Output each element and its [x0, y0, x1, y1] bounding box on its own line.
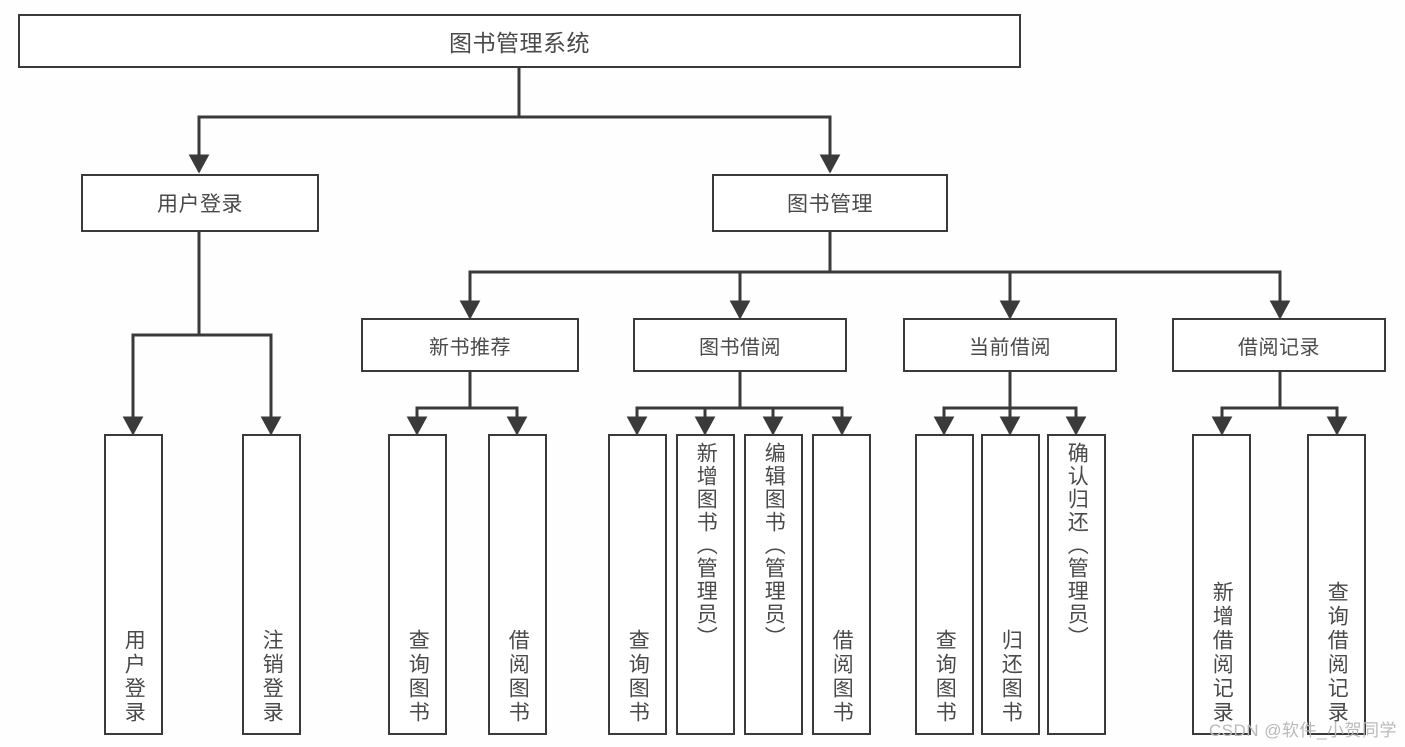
leaf-logout[interactable]: 注销登录	[242, 434, 301, 735]
node-root-system[interactable]: 图书管理系统	[18, 14, 1021, 68]
leaf-borrow-book[interactable]: 借阅图书	[812, 434, 871, 735]
leaf-return-book[interactable]: 归还图书	[981, 434, 1040, 735]
node-current-borrow[interactable]: 当前借阅	[903, 318, 1117, 372]
node-book-management[interactable]: 图书管理	[712, 174, 948, 232]
node-label: 新增图书（管理员）	[694, 442, 718, 649]
node-label: 编辑图书（管理员）	[762, 442, 786, 649]
node-book-borrow[interactable]: 图书借阅	[633, 318, 847, 372]
watermark-text: CSDN @软件_小贺同学	[1208, 721, 1397, 740]
leaf-edit-book-admin[interactable]: 编辑图书（管理员）	[744, 434, 803, 735]
node-label: 借阅记录	[1238, 336, 1320, 359]
node-label: 查询图书	[626, 629, 650, 725]
node-label: 查询图书	[406, 629, 430, 725]
node-label: 查询借阅记录	[1325, 581, 1349, 725]
node-label: 用户登录	[157, 193, 243, 216]
leaf-add-borrow-record[interactable]: 新增借阅记录	[1192, 434, 1251, 735]
node-label: 图书管理	[787, 193, 873, 216]
node-label: 确认归还（管理员）	[1065, 442, 1089, 649]
node-new-book-recommend[interactable]: 新书推荐	[361, 318, 579, 372]
node-label: 图书管理系统	[449, 30, 590, 56]
node-label: 注销登录	[260, 629, 284, 725]
leaf-query-book-recommend[interactable]: 查询图书	[388, 434, 447, 735]
node-label: 借阅图书	[830, 629, 854, 725]
leaf-borrow-book-recommend[interactable]: 借阅图书	[488, 434, 547, 735]
node-label: 借阅图书	[506, 629, 530, 725]
leaf-user-login[interactable]: 用户登录	[104, 434, 163, 735]
leaf-query-book-current[interactable]: 查询图书	[915, 434, 974, 735]
node-user-login[interactable]: 用户登录	[81, 174, 319, 232]
leaf-query-book-borrow[interactable]: 查询图书	[608, 434, 667, 735]
node-label: 用户登录	[122, 629, 146, 725]
leaf-query-borrow-record[interactable]: 查询借阅记录	[1307, 434, 1366, 735]
leaf-confirm-return-admin[interactable]: 确认归还（管理员）	[1047, 434, 1106, 735]
node-label: 归还图书	[999, 629, 1023, 725]
node-label: 新书推荐	[429, 336, 511, 359]
node-borrow-record[interactable]: 借阅记录	[1172, 318, 1386, 372]
node-label: 新增借阅记录	[1210, 581, 1234, 725]
node-label: 查询图书	[933, 629, 957, 725]
leaf-add-book-admin[interactable]: 新增图书（管理员）	[676, 434, 735, 735]
node-label: 图书借阅	[699, 336, 781, 359]
node-label: 当前借阅	[969, 336, 1051, 359]
